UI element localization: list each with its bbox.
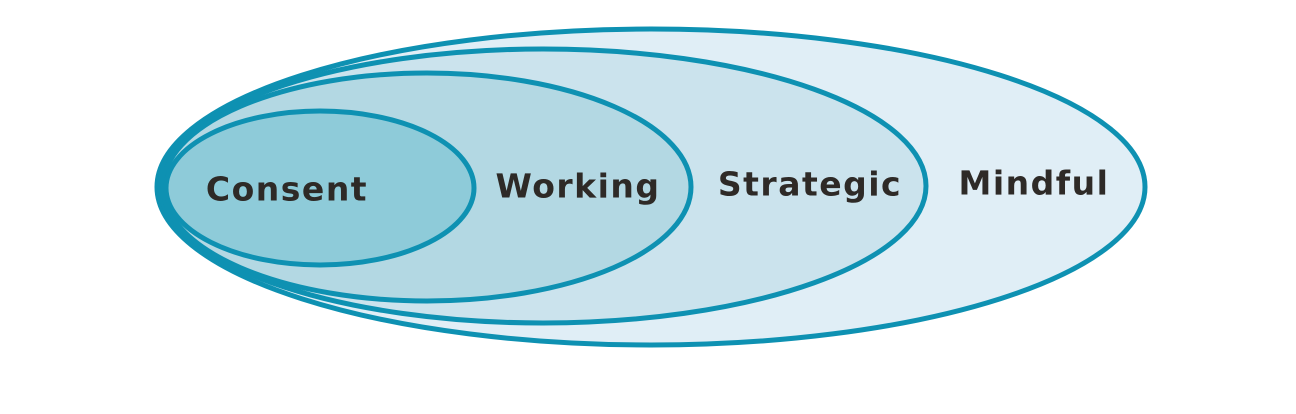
label-strategic: Strategic xyxy=(718,165,902,204)
ellipse-consent xyxy=(163,108,477,268)
label-working: Working xyxy=(495,167,660,206)
label-mindful: Mindful xyxy=(959,164,1110,203)
label-consent: Consent xyxy=(206,170,368,209)
